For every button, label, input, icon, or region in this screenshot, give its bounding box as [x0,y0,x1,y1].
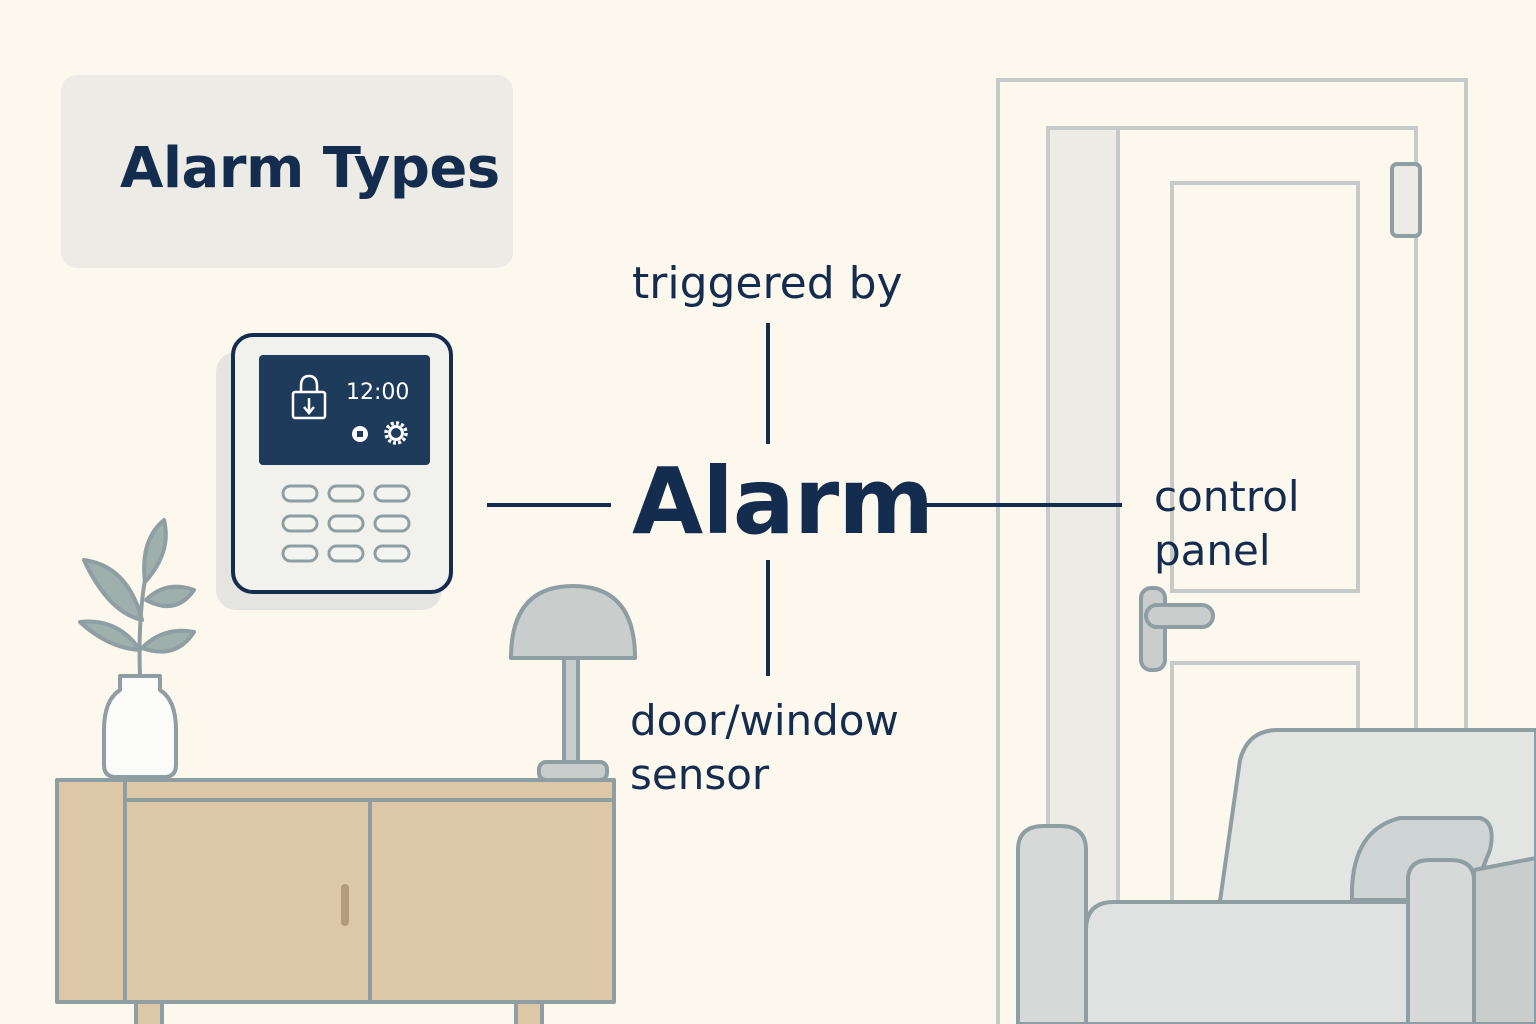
label-line: door/window [630,696,899,745]
lamp-icon [509,584,637,782]
label-triggered-by: triggered by [632,258,903,309]
door-sensor-icon [1390,162,1422,238]
keypad-key [373,484,411,503]
keypad-key [327,544,365,563]
keypad-key [281,484,319,503]
label-line: sensor [630,750,770,799]
cabinet [55,778,616,1024]
door-upper-panel [1170,181,1360,593]
keypad-key [281,544,319,563]
keypad-key [327,484,365,503]
connector-lines [487,323,1122,676]
label-control-panel: control panel [1154,470,1300,578]
panel-clock: 12:00 [346,380,410,405]
armchair-icon [1016,728,1536,1024]
keypad-key [327,514,365,533]
keypad-key [373,514,411,533]
title-box [61,75,513,268]
keypad-key [281,514,319,533]
keypad-key [373,544,411,563]
plant-icon [78,518,196,779]
cabinet-knob [341,884,349,926]
door-inner-frame [1046,126,1418,1024]
keypad [281,484,411,563]
panel-screen [259,355,430,465]
center-label-alarm: Alarm [632,448,934,555]
lock-icon [291,374,327,420]
door-handle-icon [1139,586,1215,672]
vase [102,674,178,779]
door-outer-frame [996,78,1468,1024]
label-line: control [1154,472,1300,521]
label-door-window-sensor: door/window sensor [630,694,899,802]
label-line: panel [1154,526,1271,575]
page-title: Alarm Types [120,136,500,201]
control-panel-device [216,333,453,610]
gear-icon [384,421,408,445]
